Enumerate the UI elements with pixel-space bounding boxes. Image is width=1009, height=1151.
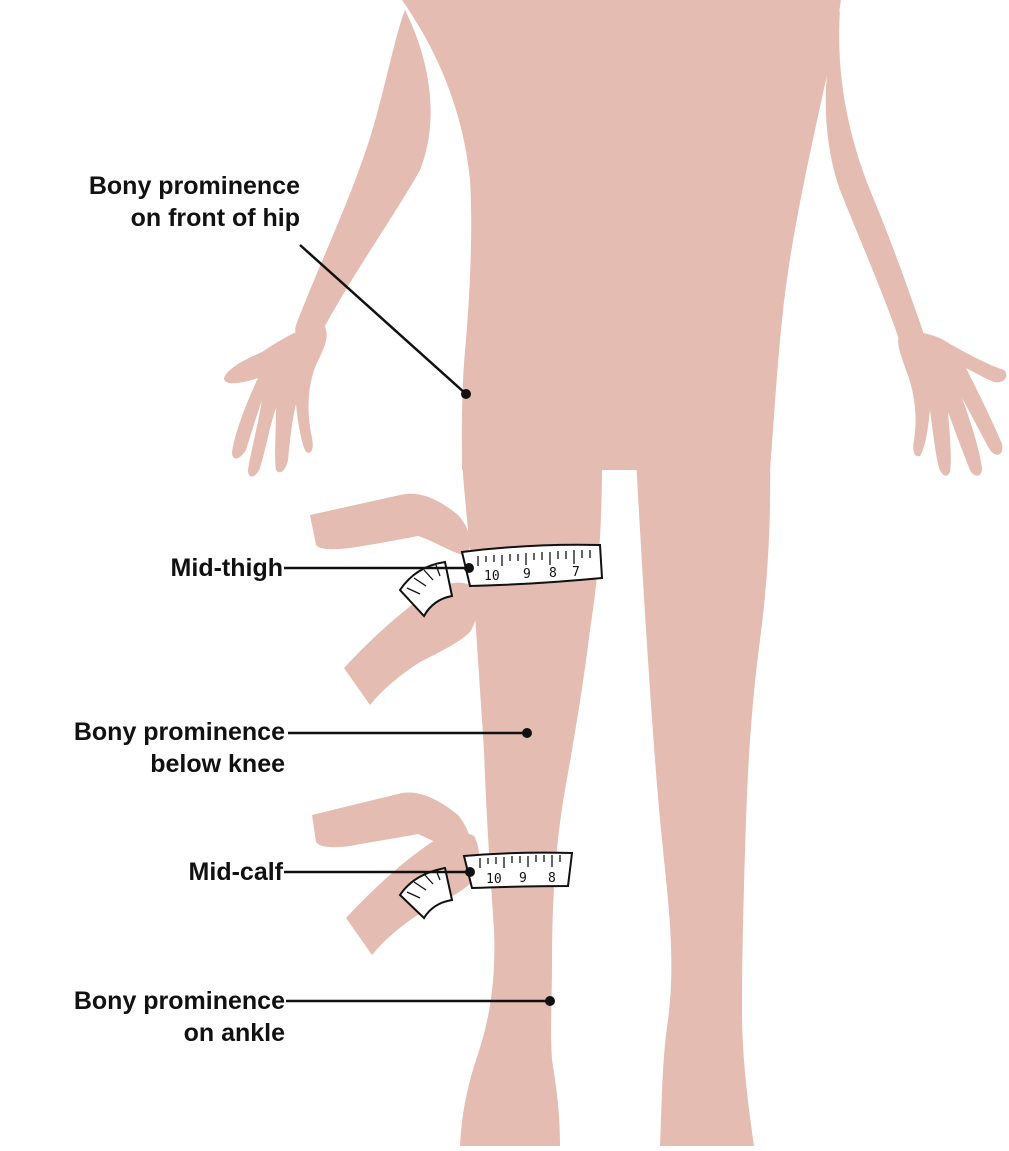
label-knee-line2: below knee bbox=[74, 748, 285, 780]
right-leg bbox=[636, 460, 770, 1146]
tape-calf-number-9: 9 bbox=[519, 871, 527, 886]
label-hip: Bony prominence on front of hip bbox=[89, 170, 300, 234]
label-hip-line2: on front of hip bbox=[89, 202, 300, 234]
tape-calf-number-8: 8 bbox=[548, 871, 556, 886]
body-silhouette bbox=[224, 0, 1006, 1146]
torso bbox=[402, 0, 841, 470]
label-ankle: Bony prominence on ankle bbox=[74, 985, 285, 1049]
left-arm bbox=[295, 10, 430, 340]
label-mid-calf: Mid-calf bbox=[189, 856, 283, 888]
label-knee: Bony prominence below knee bbox=[74, 716, 285, 780]
label-ankle-line2: on ankle bbox=[74, 1017, 285, 1049]
label-ankle-line1: Bony prominence bbox=[74, 985, 285, 1017]
label-mid-thigh: Mid-thigh bbox=[171, 552, 283, 584]
marker-dot-mid-thigh bbox=[464, 563, 474, 573]
right-arm bbox=[826, 10, 926, 349]
marker-dot-hip bbox=[461, 389, 471, 399]
tape-thigh-number-10: 10 bbox=[484, 569, 500, 584]
right-hand bbox=[898, 330, 1006, 476]
tape-thigh-number-8: 8 bbox=[549, 566, 557, 581]
tape-thigh-number-7: 7 bbox=[572, 565, 580, 580]
label-knee-line1: Bony prominence bbox=[74, 716, 285, 748]
marker-dot-knee bbox=[522, 728, 532, 738]
tape-thigh-number-9: 9 bbox=[523, 567, 531, 582]
left-hand bbox=[224, 322, 327, 477]
label-mid-calf-text: Mid-calf bbox=[189, 856, 283, 888]
label-mid-thigh-text: Mid-thigh bbox=[171, 552, 283, 584]
marker-dot-mid-calf bbox=[465, 867, 475, 877]
hand-thigh-upper bbox=[310, 494, 470, 556]
label-hip-line1: Bony prominence bbox=[89, 170, 300, 202]
marker-dot-ankle bbox=[545, 996, 555, 1006]
tape-calf-number-10: 10 bbox=[486, 872, 502, 887]
